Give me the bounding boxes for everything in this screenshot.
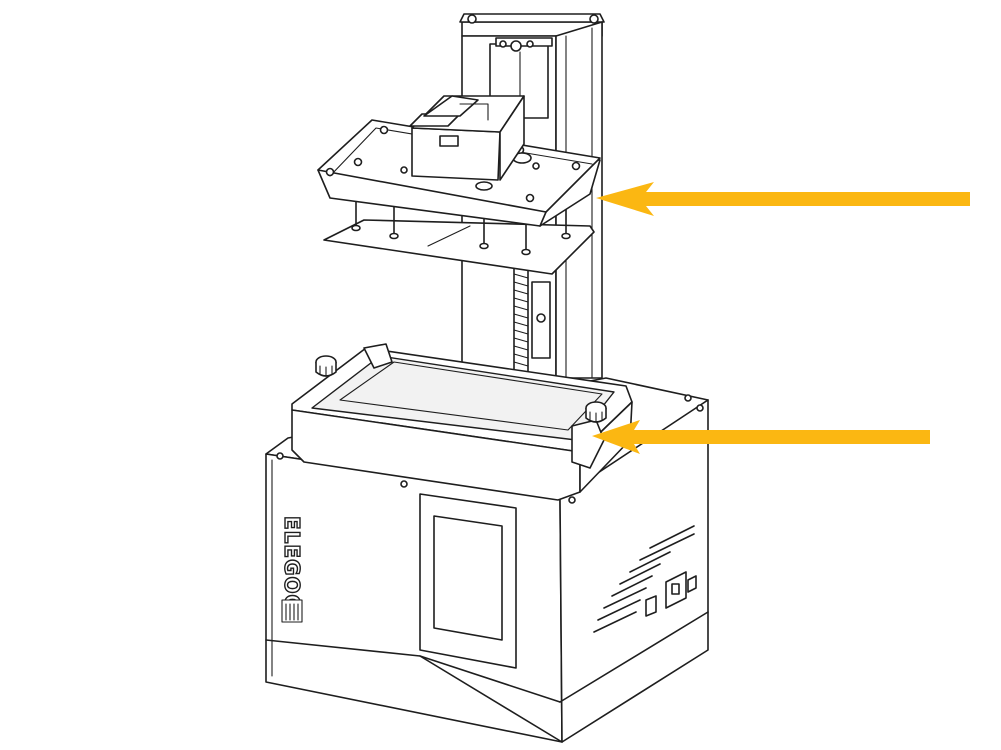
arrow-left-icon [596,182,970,216]
vent-slots [593,525,695,633]
power-switch[interactable] [645,595,657,617]
brand-logo-text: ELEGOO [280,516,304,613]
usb-port[interactable] [687,575,697,593]
touchscreen[interactable] [433,515,503,641]
brand-logo-icon [281,599,303,623]
resin-vat [291,343,633,501]
arrow-resin-vat [592,420,930,454]
vat-knob-right[interactable] [585,401,607,423]
arrow-left-icon [592,420,930,454]
lead-screw [513,267,529,375]
vat-knob-left[interactable] [315,355,337,377]
arrow-build-platform [596,182,970,216]
build-platform [317,95,601,275]
